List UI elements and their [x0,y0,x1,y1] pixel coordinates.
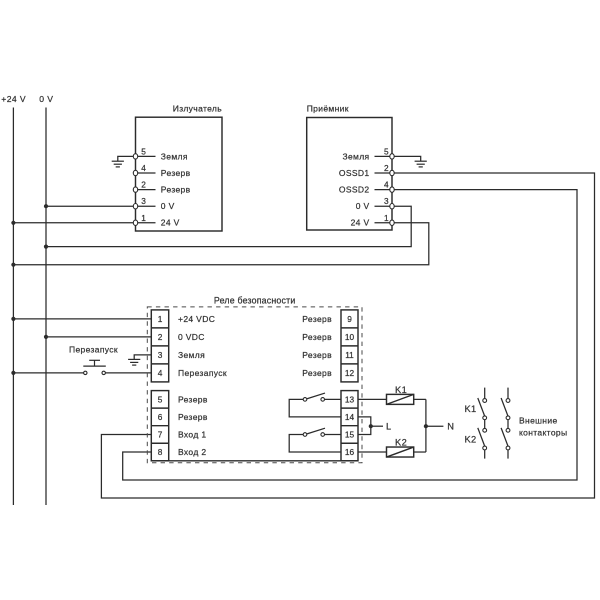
svg-text:Резерв: Резерв [161,185,191,195]
svg-text:4: 4 [384,180,389,190]
svg-text:Внешние: Внешние [519,415,558,425]
svg-text:4: 4 [141,163,146,173]
svg-text:OSSD2: OSSD2 [339,185,370,195]
svg-text:5: 5 [158,394,163,404]
svg-text:2: 2 [141,180,146,190]
svg-text:24 V: 24 V [161,218,180,228]
svg-text:K1: K1 [395,385,407,395]
svg-text:Реле безопасности: Реле безопасности [214,296,296,306]
svg-text:Излучатель: Излучатель [173,103,222,113]
svg-text:Земля: Земля [342,151,369,161]
svg-text:7: 7 [158,429,163,439]
svg-text:3: 3 [158,350,163,360]
svg-text:9: 9 [347,314,352,324]
svg-text:Вход 1: Вход 1 [178,429,206,439]
svg-text:1: 1 [384,213,389,223]
svg-text:0 VDC: 0 VDC [178,332,205,342]
svg-text:16: 16 [345,447,355,457]
svg-text:5: 5 [384,146,389,156]
svg-text:Приёмник: Приёмник [307,103,349,113]
svg-text:0 V: 0 V [39,94,53,104]
svg-text:24 V: 24 V [351,218,370,228]
svg-text:10: 10 [345,332,355,342]
svg-text:11: 11 [345,350,354,360]
svg-text:K2: K2 [465,435,477,445]
svg-text:Резерв: Резерв [161,168,191,178]
svg-text:Резерв: Резерв [178,412,208,422]
svg-text:3: 3 [141,196,146,206]
svg-text:Вход 2: Вход 2 [178,447,206,457]
svg-text:0 V: 0 V [161,201,175,211]
svg-text:Резерв: Резерв [302,314,332,324]
svg-text:1: 1 [158,314,163,324]
svg-text:Резерв: Резерв [178,394,208,404]
svg-text:Земля: Земля [161,151,188,161]
svg-text:3: 3 [384,196,389,206]
svg-text:L: L [386,421,392,431]
svg-text:K2: K2 [395,438,407,448]
svg-text:+24 VDC: +24 VDC [178,314,215,324]
svg-text:Перезапуск: Перезапуск [178,368,227,378]
svg-text:0 V: 0 V [356,201,370,211]
svg-text:1: 1 [141,213,146,223]
svg-text:13: 13 [345,394,355,404]
svg-text:K1: K1 [465,404,477,414]
svg-text:Резерв: Резерв [302,332,332,342]
svg-text:4: 4 [158,368,163,378]
svg-text:5: 5 [141,146,146,156]
svg-text:2: 2 [384,163,389,173]
svg-text:12: 12 [345,368,355,378]
svg-text:Перезапуск: Перезапуск [69,345,118,355]
svg-text:Земля: Земля [178,350,205,360]
svg-text:OSSD1: OSSD1 [339,168,370,178]
svg-text:15: 15 [345,429,355,439]
svg-text:Резерв: Резерв [302,350,332,360]
svg-text:контакторы: контакторы [519,428,567,438]
svg-text:N: N [447,421,454,431]
svg-text:+24 V: +24 V [1,94,26,104]
svg-text:Резерв: Резерв [302,368,332,378]
svg-text:2: 2 [158,332,163,342]
svg-text:14: 14 [345,412,355,422]
svg-text:8: 8 [158,447,163,457]
svg-text:6: 6 [158,412,163,422]
